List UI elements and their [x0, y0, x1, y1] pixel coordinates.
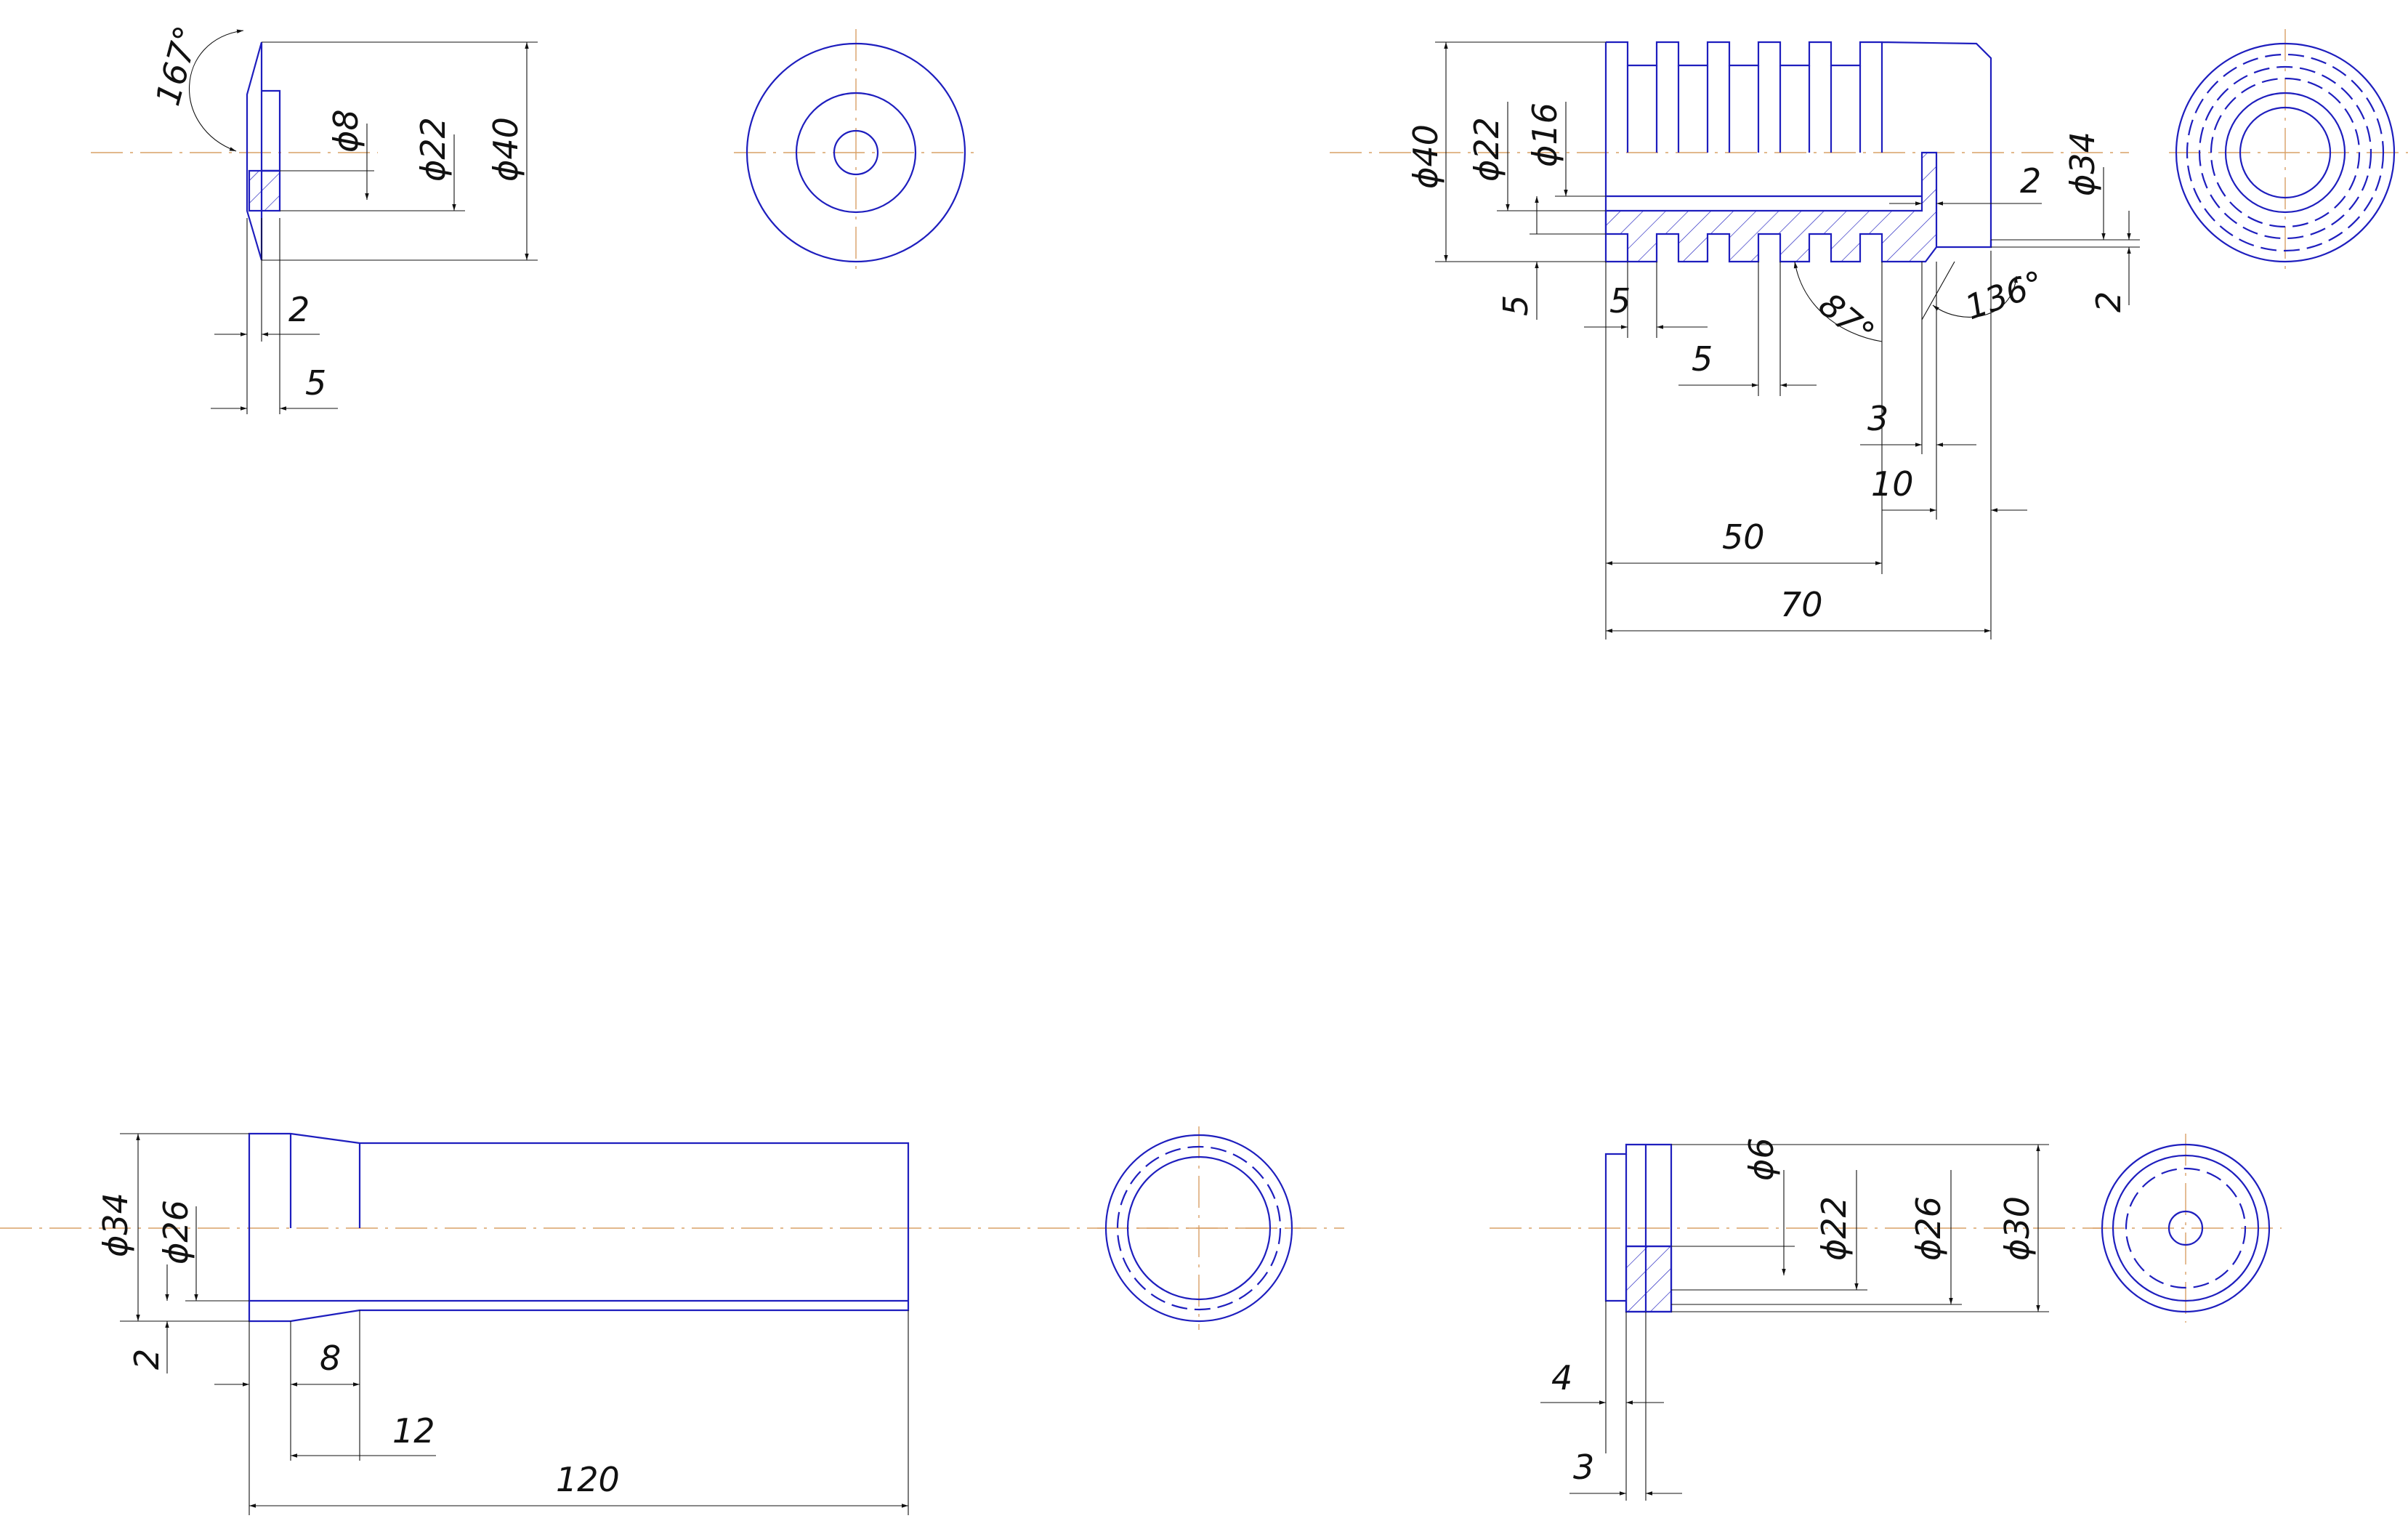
cap-bore-circle	[833, 129, 879, 176]
cap-angle-label: 167°	[148, 22, 206, 110]
cap-dia-40-label: ϕ40	[486, 117, 525, 182]
finned-angle-136-leg	[1921, 261, 1955, 320]
finned-fin-depth-5-label: 5	[1496, 295, 1535, 316]
tube-len-12-label: 12	[392, 1411, 435, 1451]
finned-len-3-label: 3	[1867, 399, 1888, 438]
cap-front-view: 167° ϕ8 ϕ22 ϕ40 2 5	[91, 22, 538, 414]
plug-end-second-circle	[2112, 1154, 2260, 1302]
finned-angle-136-label: 136°	[1960, 263, 2049, 328]
finned-angle-87-label: 87°	[1811, 285, 1882, 353]
finned-wall-2-label: 2	[2020, 161, 2041, 201]
tube-len-120-label: 120	[556, 1460, 620, 1499]
finned-end-bore-inner	[2239, 106, 2332, 199]
finned-end-dashed-1	[2186, 53, 2385, 252]
finned-angle-136-arc	[1932, 275, 2018, 318]
tube-outline	[248, 1132, 910, 1323]
tube-end-outer-circle	[1104, 1134, 1293, 1323]
finned-fin-lines	[1626, 65, 1862, 153]
finned-len-10-label: 10	[1871, 464, 1914, 504]
finned-end-dashed-3	[2210, 77, 2361, 228]
tube-dia-26-label: ϕ26	[156, 1200, 195, 1264]
finned-rim-2-label: 2	[2089, 291, 2128, 312]
finned-end-outer-circle	[2175, 42, 2396, 263]
finned-body-side-view: ϕ40 ϕ22 ϕ16 ϕ34 2 2 5 5 5 87° 136° 3 10 …	[1330, 41, 2140, 640]
cap-outer-circle	[746, 42, 966, 263]
plug-len-3-label: 3	[1573, 1448, 1594, 1487]
cap-flange	[246, 41, 263, 261]
cap-end-view	[734, 29, 981, 273]
plug-end-view	[2093, 1134, 2282, 1323]
cap-spigot	[262, 89, 281, 172]
tube-end-dashed-circle	[1116, 1145, 1282, 1311]
tube-end-bore-circle	[1126, 1155, 1272, 1301]
tube-side-view: ϕ34 ϕ26 2 8 12 120	[0, 1132, 1344, 1515]
tube-dia-34-label: ϕ34	[96, 1193, 135, 1257]
plug-side-view: ϕ6 ϕ22 ϕ26 ϕ30 4 3	[1490, 1137, 2107, 1501]
plug-end-dashed-circle	[2125, 1167, 2247, 1289]
finned-angle-87-arc	[1793, 261, 1883, 342]
finned-body-end-view	[2169, 29, 2408, 273]
plug-end-outer-circle	[2101, 1143, 2271, 1313]
finned-len-70-label: 70	[1780, 585, 1823, 624]
plug-end-bore-circle	[2167, 1210, 2204, 1246]
finned-dia-40-label: ϕ40	[1406, 124, 1445, 189]
finned-section-hatch	[1604, 151, 1938, 263]
finned-gap-5-label: 5	[1692, 339, 1713, 379]
tube-wall-2-label: 2	[127, 1349, 166, 1370]
cap-len-5-label: 5	[305, 363, 326, 403]
plug-dia-26-label: ϕ26	[1909, 1196, 1948, 1261]
finned-rim	[1936, 240, 1992, 249]
finned-fin-width-5-label: 5	[1609, 281, 1631, 320]
finned-len-50-label: 50	[1722, 517, 1765, 557]
tube-end-view	[1097, 1126, 1301, 1330]
cap-section-hatch	[248, 169, 281, 212]
plug-dia-30-label: ϕ30	[1997, 1196, 2037, 1261]
finned-dia-22-label: ϕ22	[1467, 117, 1506, 182]
finned-end-bore-outer	[2224, 92, 2346, 214]
plug-section-hatch	[1625, 1245, 1673, 1313]
cap-dia-22-label: ϕ22	[413, 117, 453, 182]
cap-angle-arc	[189, 29, 244, 152]
finned-dia-34-label: ϕ34	[2063, 132, 2102, 196]
tube-len-8-label: 8	[320, 1339, 341, 1378]
cap-dia-8-label: ϕ8	[326, 109, 365, 153]
plug-len-4-label: 4	[1551, 1358, 1572, 1397]
plug-dia-6-label: ϕ6	[1742, 1137, 1781, 1181]
finned-end-dashed-2	[2198, 65, 2372, 240]
finned-dia-16-label: ϕ16	[1525, 102, 1564, 167]
cap-len-2-label: 2	[288, 290, 310, 329]
plug-dia-22-label: ϕ22	[1814, 1196, 1854, 1261]
cap-middle-circle	[795, 92, 917, 214]
